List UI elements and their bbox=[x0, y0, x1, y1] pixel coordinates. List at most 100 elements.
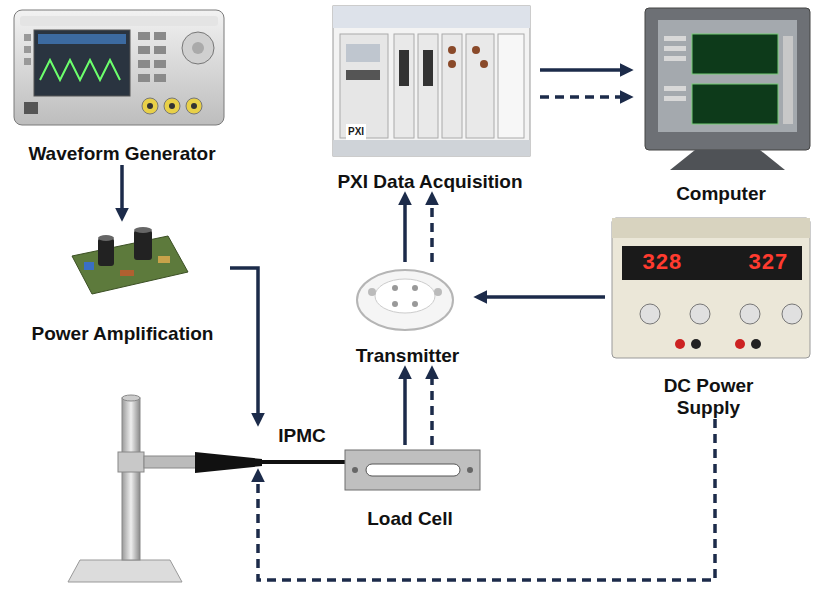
power-amplifier-board-part bbox=[134, 227, 152, 233]
pxi-chassis-part bbox=[448, 60, 456, 68]
transmitter-unit-part bbox=[357, 270, 453, 330]
waveform-generator-icon-part bbox=[24, 102, 38, 114]
device-label: Waveform Generator bbox=[28, 143, 215, 165]
waveform-generator-icon-part bbox=[142, 98, 158, 114]
clamp-stand-part bbox=[118, 452, 144, 472]
transmitter-unit-part bbox=[434, 288, 442, 296]
waveform-generator-icon-part bbox=[20, 16, 218, 26]
waveform-generator-icon-part bbox=[191, 103, 197, 109]
computer-monitor-part bbox=[664, 46, 686, 51]
dashed-arrow bbox=[258, 419, 715, 580]
waveform-generator-icon-part bbox=[147, 103, 153, 109]
computer-monitor-part bbox=[645, 8, 810, 150]
clamp-stand-part bbox=[122, 398, 140, 560]
clamp-stand-part bbox=[144, 456, 198, 468]
solid-arrow bbox=[230, 268, 258, 415]
load-cell-part bbox=[467, 467, 473, 473]
solid-arrow bbox=[120, 165, 124, 210]
solid-arrow bbox=[403, 203, 407, 262]
device-label: DC Power Supply bbox=[649, 375, 769, 419]
computer-monitor-part bbox=[664, 36, 686, 41]
device-node: IPMC bbox=[240, 425, 340, 470]
device-label: Transmitter bbox=[356, 345, 459, 367]
dashed-arrow bbox=[540, 95, 622, 99]
pxi-chassis-part bbox=[418, 34, 438, 138]
device-label: PXI Data Acquisition bbox=[337, 171, 522, 193]
solid-arrow bbox=[403, 377, 407, 445]
device-node: Load Cell bbox=[340, 445, 480, 530]
pxi-chassis-part bbox=[399, 50, 409, 86]
waveform-generator-icon-part bbox=[182, 32, 214, 64]
device-label: Load Cell bbox=[367, 508, 453, 530]
device-label: Power Amplification bbox=[32, 323, 214, 345]
dc-power-supply-part bbox=[691, 339, 701, 349]
transmitter-unit-part bbox=[375, 279, 435, 313]
waveform-generator-icon-part bbox=[34, 30, 130, 96]
computer-monitor-part bbox=[692, 34, 778, 74]
computer-monitor-part bbox=[664, 96, 686, 101]
transmitter-unit bbox=[357, 270, 453, 330]
pxi-chassis-part bbox=[498, 34, 524, 138]
computer-monitor-part bbox=[670, 150, 785, 170]
waveform-generator-icon-part bbox=[24, 58, 31, 65]
dashed-arrow bbox=[430, 377, 434, 445]
transmitter-unit-part bbox=[412, 301, 418, 307]
waveform-generator-icon-part bbox=[154, 46, 166, 54]
dc-power-supply-part bbox=[612, 218, 810, 358]
dc-power-supply bbox=[612, 218, 810, 358]
device-node: Transmitter bbox=[340, 262, 475, 367]
waveform-generator-icon-part bbox=[24, 34, 31, 41]
waveform-generator-icon-part bbox=[154, 32, 166, 40]
power-amplifier-board-part bbox=[98, 235, 114, 241]
dc-power-supply-part bbox=[751, 339, 761, 349]
clamp-stand-part bbox=[195, 452, 262, 473]
dc-power-supply-part bbox=[740, 304, 760, 324]
computer-monitor-part bbox=[783, 36, 793, 124]
device-label: IPMC bbox=[278, 425, 326, 447]
pxi-chassis-part bbox=[340, 34, 388, 138]
computer-monitor-part bbox=[692, 84, 778, 124]
waveform-generator-icon-part bbox=[24, 46, 31, 53]
waveform-generator-icon-part bbox=[154, 60, 166, 68]
pxi-chassis-part bbox=[466, 34, 494, 138]
power-amplifier-board-part bbox=[98, 238, 114, 266]
waveform-generator-icon-part bbox=[186, 98, 202, 114]
dashed-arrow bbox=[430, 203, 434, 262]
dc-power-supply-part bbox=[690, 304, 710, 324]
power-amplifier-board-part bbox=[120, 270, 134, 276]
waveform-generator-icon-part bbox=[138, 74, 150, 82]
load-cell bbox=[345, 450, 480, 490]
clamp-stand-part bbox=[68, 560, 182, 582]
device-node: PXI Data Acquisition bbox=[320, 3, 540, 193]
waveform-generator-icon-part bbox=[154, 74, 166, 82]
dc-power-supply-part bbox=[622, 246, 802, 280]
device-node: Computer bbox=[632, 5, 810, 205]
waveform-generator-icon-part bbox=[138, 32, 150, 40]
device-label: Computer bbox=[676, 183, 766, 205]
computer-monitor-part bbox=[664, 56, 686, 61]
pxi-chassis-part bbox=[333, 140, 530, 156]
display-reading: 328 bbox=[640, 250, 684, 278]
waveform-generator-icon-part bbox=[14, 10, 224, 125]
transmitter-unit-part bbox=[392, 285, 398, 291]
pxi-chassis-part bbox=[442, 34, 462, 138]
power-amplifier-board-part bbox=[134, 230, 152, 260]
power-amplifier-board-part bbox=[158, 256, 170, 263]
computer-monitor-part bbox=[658, 20, 797, 132]
computer-monitor-part bbox=[664, 86, 686, 91]
dc-power-supply-part bbox=[735, 339, 745, 349]
waveform-generator-icon-part bbox=[169, 103, 175, 109]
load-cell-part bbox=[366, 464, 460, 476]
waveform-generator-icon-part bbox=[138, 46, 150, 54]
pxi-chassis-part bbox=[333, 6, 530, 156]
dc-power-supply-part bbox=[782, 304, 802, 324]
ipmc-strip bbox=[260, 460, 358, 464]
pxi-chassis-part bbox=[333, 6, 530, 28]
waveform-generator-icon-part bbox=[164, 98, 180, 114]
waveform-generator-icon-part bbox=[40, 60, 120, 80]
waveform-generator-icon bbox=[14, 10, 224, 125]
